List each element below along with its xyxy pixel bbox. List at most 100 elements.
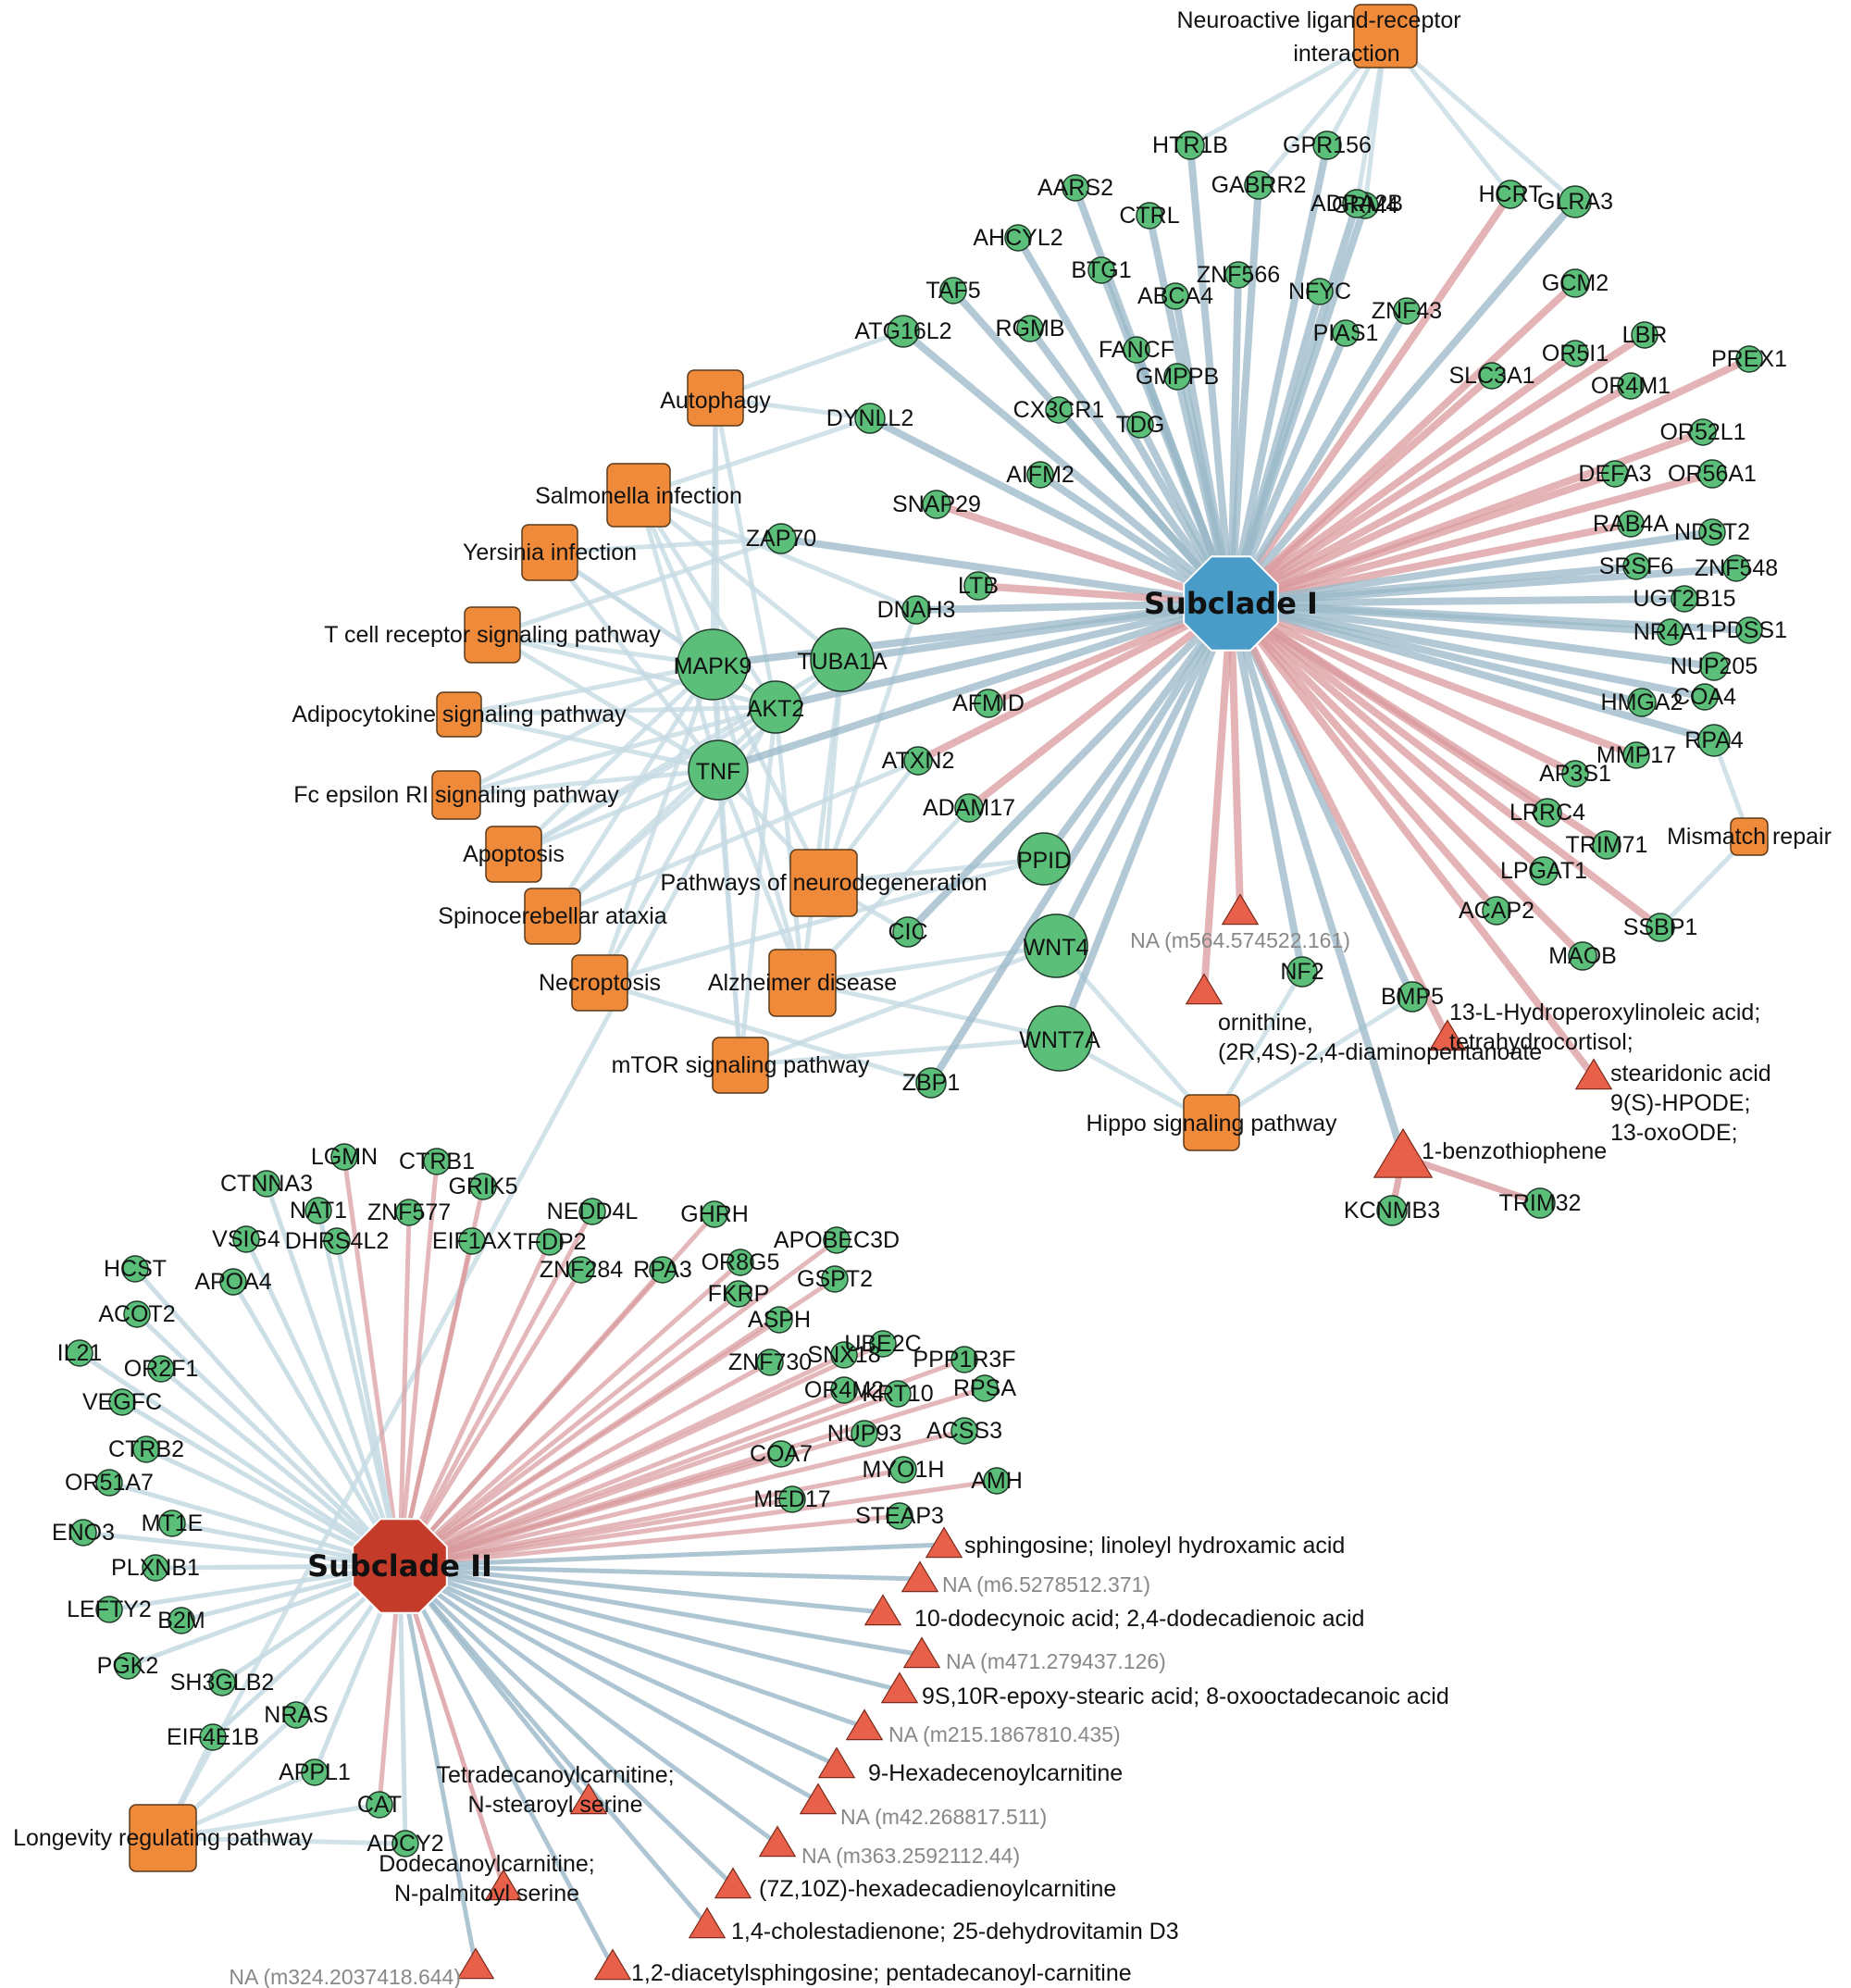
gene-node	[765, 1306, 793, 1334]
gene-label: LPGAT1	[1500, 858, 1587, 884]
gene-label: UGT2B15	[1633, 586, 1735, 612]
gene-label: GABRR2	[1211, 172, 1307, 198]
edge-subclade-ii-negative	[342, 1156, 403, 1567]
gene-node	[1332, 319, 1360, 347]
gene-label: OR4M1	[1591, 373, 1671, 399]
gene-node	[983, 1467, 1011, 1495]
gene-node	[1529, 856, 1559, 886]
edge-subclade-i-metabolite	[1200, 603, 1235, 992]
gene-node	[168, 1607, 195, 1634]
gene-node	[954, 793, 984, 823]
gene-node	[219, 1268, 247, 1296]
edge-subclade-ii-positive	[230, 1280, 403, 1568]
edge-subclade-ii-positive	[243, 1237, 403, 1568]
gene-label: EIF1AX	[432, 1228, 512, 1254]
gene-node	[1123, 336, 1150, 364]
gene-node	[578, 1198, 606, 1225]
gene-label: HMGA2	[1601, 690, 1683, 715]
edge-subclade-i-positive	[1227, 144, 1331, 604]
gene-label: GCM2	[1542, 270, 1609, 296]
hub-label: Subclade II	[307, 1548, 492, 1584]
pathway-edge	[821, 609, 919, 884]
edge-subclade-i-positive	[1230, 600, 1706, 701]
metabolite-label: 13-L-Hydroperoxylinoleic acid;	[1449, 1000, 1760, 1025]
gene-label: LBR	[1622, 322, 1668, 348]
gene-node	[1397, 981, 1428, 1013]
metabolite-node-hpode13	[1428, 1019, 1467, 1051]
gene-node	[330, 1143, 358, 1171]
edge-subclade-ii-metabolite	[397, 1564, 615, 1969]
pathway-node-yersinia	[521, 524, 578, 581]
edge-subclade-ii-positive	[82, 1530, 401, 1569]
gene-node	[366, 1791, 393, 1819]
pathway-edge	[491, 536, 782, 638]
gene-node	[963, 571, 993, 601]
edge-subclade-i-positive	[905, 601, 1234, 935]
gene-label: GRM4	[1332, 193, 1398, 218]
pathway-edge	[714, 329, 904, 401]
gene-label: RPSA	[953, 1375, 1016, 1401]
gene-label: TAF5	[926, 278, 980, 304]
gene-node	[1646, 913, 1675, 942]
gene-node	[1735, 616, 1763, 644]
edge-subclade-i-positive	[927, 601, 1235, 1086]
pathway-edge	[636, 493, 778, 709]
gene-label: SNAP29	[892, 491, 981, 517]
gene-node	[66, 1339, 93, 1367]
gene-node	[123, 1300, 151, 1328]
gene-node	[395, 1199, 423, 1226]
pathway-edge	[454, 662, 714, 798]
gene-label: PPID	[1017, 848, 1071, 874]
gene-label: TNF	[696, 759, 741, 785]
edge-subclade-i-negative	[1229, 382, 1633, 607]
gene-node	[1691, 683, 1719, 711]
gene-label: HTR1B	[1152, 132, 1228, 158]
pathway-label: T cell receptor signaling pathway	[324, 622, 661, 648]
gene-label: LEFTY2	[67, 1597, 152, 1622]
pathway-node-hippo	[1183, 1094, 1240, 1151]
gene-node	[1162, 282, 1189, 310]
gene-label: CTRB2	[108, 1436, 184, 1462]
pathway-edge	[739, 1036, 1061, 1068]
gene-label: HCST	[104, 1256, 167, 1282]
gene-label: HCRT	[1479, 181, 1543, 207]
gene-label: APOBEC3D	[774, 1227, 900, 1253]
edge-subclade-ii-negative	[398, 1360, 772, 1569]
gene-label: FANCF	[1099, 337, 1174, 363]
gene-node	[725, 1280, 752, 1308]
pathway-edge	[550, 663, 715, 918]
edge-benzothiophene-trim32	[1401, 1153, 1542, 1207]
gene-label: RAB4A	[1593, 511, 1669, 537]
gene-node	[423, 1148, 451, 1175]
edge-subclade-i-positive	[1227, 308, 1410, 606]
edge-subclade-i-positive	[1229, 600, 1716, 744]
gene-node	[301, 1758, 329, 1786]
pathway-node-mismatch	[1730, 817, 1769, 856]
pathway-edge	[710, 664, 805, 984]
gene-node	[810, 627, 875, 692]
pathway-label: mTOR signaling pathway	[612, 1052, 870, 1078]
pathway-node-alzheimer	[768, 949, 837, 1017]
metabolite-label: 9-Hexadecenoylcarnitine	[868, 1760, 1123, 1786]
pathway-label: Mismatch repair	[1667, 824, 1832, 850]
pathway-edge	[491, 632, 714, 667]
gene-label: ZNF548	[1695, 555, 1778, 581]
gene-node	[469, 1173, 497, 1200]
gene-label: PREX1	[1711, 346, 1787, 372]
pathway-node-mtor	[712, 1037, 769, 1094]
gene-label: ACAP2	[1459, 898, 1534, 924]
gene-node	[1045, 396, 1073, 424]
metabolite-node-m215	[845, 1708, 884, 1741]
edge-subclade-ii-positive	[133, 1267, 402, 1568]
gene-label: CTNNA3	[220, 1171, 313, 1197]
gene-node	[1698, 518, 1726, 546]
gene-node	[821, 1265, 849, 1293]
gene-label: GHRH	[680, 1201, 749, 1227]
metabolite-label: Tetradecanoylcarnitine;	[436, 1762, 674, 1788]
metabolite-node-ornithine	[1185, 973, 1224, 1005]
gene-node	[1224, 261, 1252, 289]
gene-label: AP3S1	[1539, 761, 1611, 787]
gene-label: RPA4	[1684, 727, 1744, 753]
gene-node	[939, 277, 967, 304]
pathway-label: Fc epsilon RI signaling pathway	[293, 782, 619, 808]
